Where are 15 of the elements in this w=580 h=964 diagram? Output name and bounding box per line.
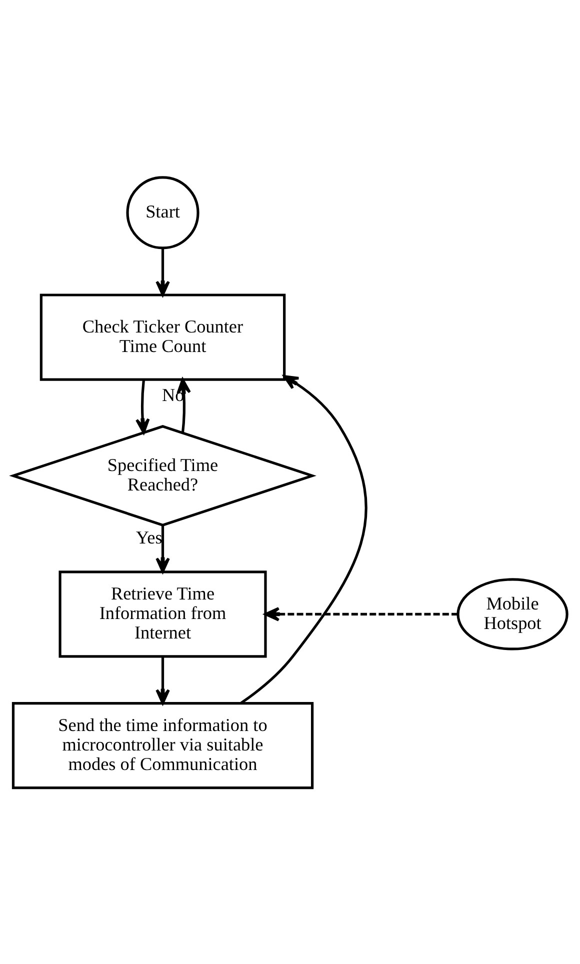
node-box: Send the time information to microcontroller via suitable modes of Communication — [12, 701, 314, 789]
arrow — [264, 606, 458, 621]
arrow — [240, 374, 368, 704]
node-ellipse: Mobile Hotspot — [456, 578, 568, 650]
edge-label: No — [162, 384, 184, 405]
arrow — [176, 378, 191, 432]
node-diamond: Specified Time Reached? — [9, 424, 316, 526]
edge-label: Yes — [136, 527, 162, 548]
node-box: Check Ticker Counter Time Count — [40, 293, 286, 380]
arrow — [156, 248, 170, 296]
arrow — [156, 524, 170, 572]
node-box: Retrieve Time Information from Internet — [58, 570, 267, 658]
arrow — [135, 379, 150, 434]
node-circle: Start — [126, 176, 200, 249]
arrow — [156, 656, 170, 704]
